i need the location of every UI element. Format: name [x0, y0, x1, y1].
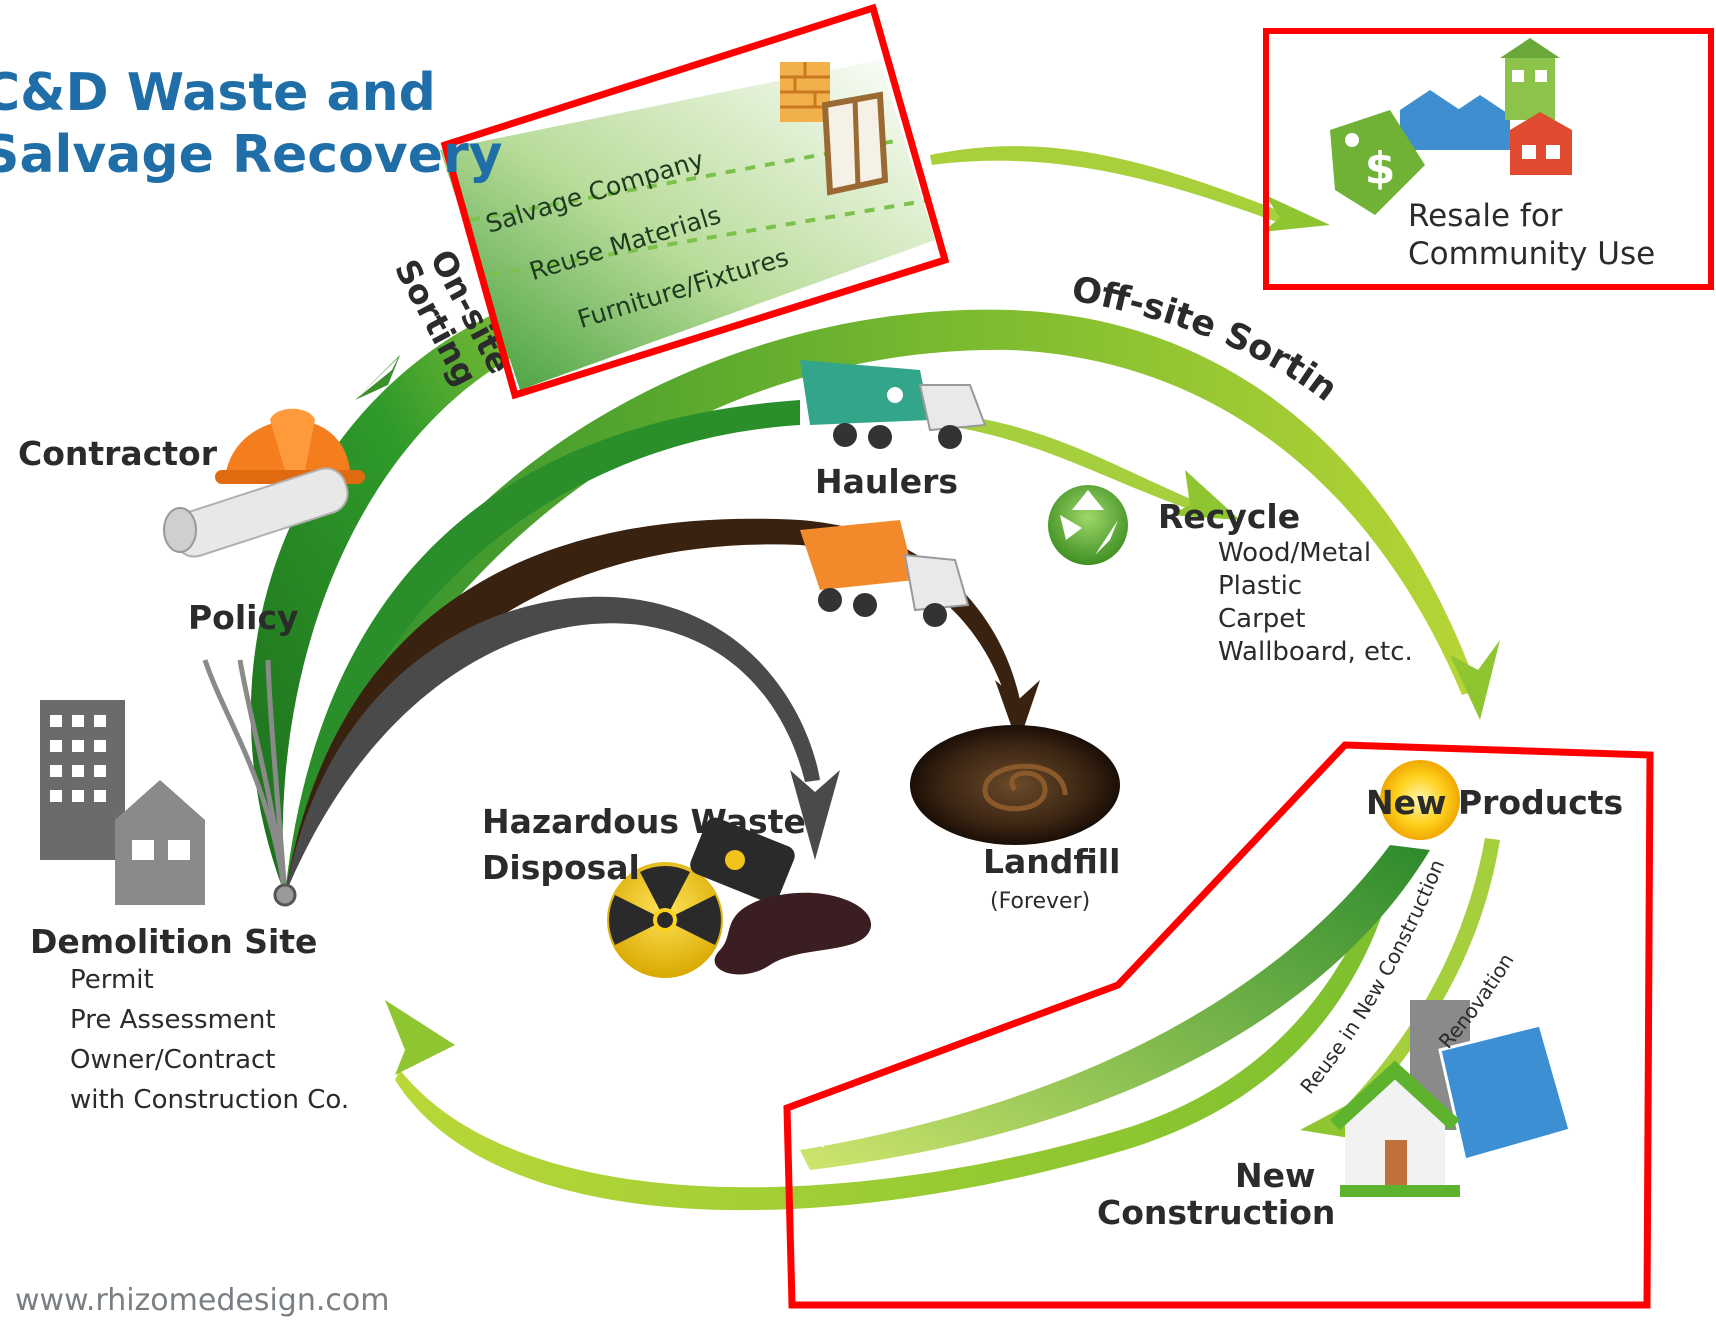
hazardous-label-line2: Disposal: [482, 848, 640, 887]
renovation-arc: [1340, 838, 1500, 1120]
oil-barrel-icon: [690, 817, 795, 903]
policy-strands: [202, 659, 288, 896]
new-products-label: New Products: [1366, 783, 1624, 822]
haulers-arc: [285, 400, 800, 895]
sun-badge-icon: [1380, 760, 1460, 840]
contractor-label: Contractor: [18, 434, 217, 473]
arrow-head-return: [385, 1000, 455, 1075]
page-title-line1: C&D Waste and: [0, 63, 436, 123]
dump-truck-icon: [800, 520, 970, 627]
highlight-resale: [1263, 28, 1714, 290]
arrow-head-new-products: [1450, 640, 1500, 720]
demolition-origin-dot: [273, 883, 297, 907]
new-construction-icon: [1330, 1000, 1572, 1197]
website-url[interactable]: www.rhizomedesign.com: [15, 1283, 390, 1318]
haulers-to-recycle-arc: [960, 415, 1205, 513]
buildings-demolition-icon: [40, 700, 205, 905]
houses-icon: [1400, 38, 1572, 175]
highlight-salvage: [440, 3, 950, 400]
recycle-label: Recycle: [1158, 497, 1301, 536]
bricks-icon: [780, 62, 830, 122]
landfill-hole-icon: [910, 725, 1120, 845]
landfill-note: (Forever): [990, 889, 1091, 914]
recycle-icon: [1048, 485, 1128, 565]
demolition-item-3: Owner/Contract: [70, 1045, 276, 1075]
demolition-label: Demolition Site: [30, 922, 318, 961]
landfill-label: Landfill: [983, 842, 1121, 881]
demolition-item-4: with Construction Co.: [70, 1085, 350, 1115]
arrow-head-recycle: [1170, 470, 1240, 520]
arrow-head-hazardous: [790, 770, 840, 860]
hard-hat-icon: [215, 408, 365, 484]
recycle-item-3: Carpet: [1218, 604, 1306, 634]
garbage-truck-icon: [800, 360, 987, 449]
highlight-new-products: [783, 741, 1654, 1309]
repurposed-arc: [800, 845, 1430, 1170]
landfill-arc: [285, 518, 1020, 895]
arrow-on-site: [355, 355, 400, 400]
arrow-head-resale: [1262, 195, 1330, 232]
resale-label-line1: Resale for: [1408, 198, 1563, 234]
on-site-sorting-arc: [250, 290, 576, 895]
oil-spill-icon: [714, 892, 872, 975]
hazardous-arc: [285, 596, 820, 895]
recycle-item-4: Wallboard, etc.: [1218, 637, 1413, 667]
resale-label-line2: Community Use: [1408, 236, 1656, 272]
recycle-item-2: Plastic: [1218, 571, 1303, 601]
salvage-to-resale-arc: [930, 146, 1290, 225]
new-construction-line2: Construction: [1097, 1193, 1336, 1232]
haulers-label: Haulers: [815, 462, 958, 501]
new-construction-line1: New: [1235, 1156, 1316, 1195]
window-frame-icon: [821, 91, 889, 196]
demolition-item-2: Pre Assessment: [70, 1005, 276, 1035]
policy-label: Policy: [188, 598, 299, 637]
demolition-item-1: Permit: [70, 965, 154, 995]
hazardous-label-line1: Hazardous Waste: [482, 802, 806, 841]
page-title-line2: Salvage Recovery: [0, 125, 503, 185]
blueprint-roll-icon: [163, 467, 349, 558]
radiation-icon: [607, 862, 723, 978]
price-tag-icon: $: [1330, 110, 1425, 215]
svg-text:$: $: [1365, 143, 1396, 194]
arrow-head-landfill: [995, 680, 1040, 745]
recycle-item-1: Wood/Metal: [1218, 538, 1372, 568]
